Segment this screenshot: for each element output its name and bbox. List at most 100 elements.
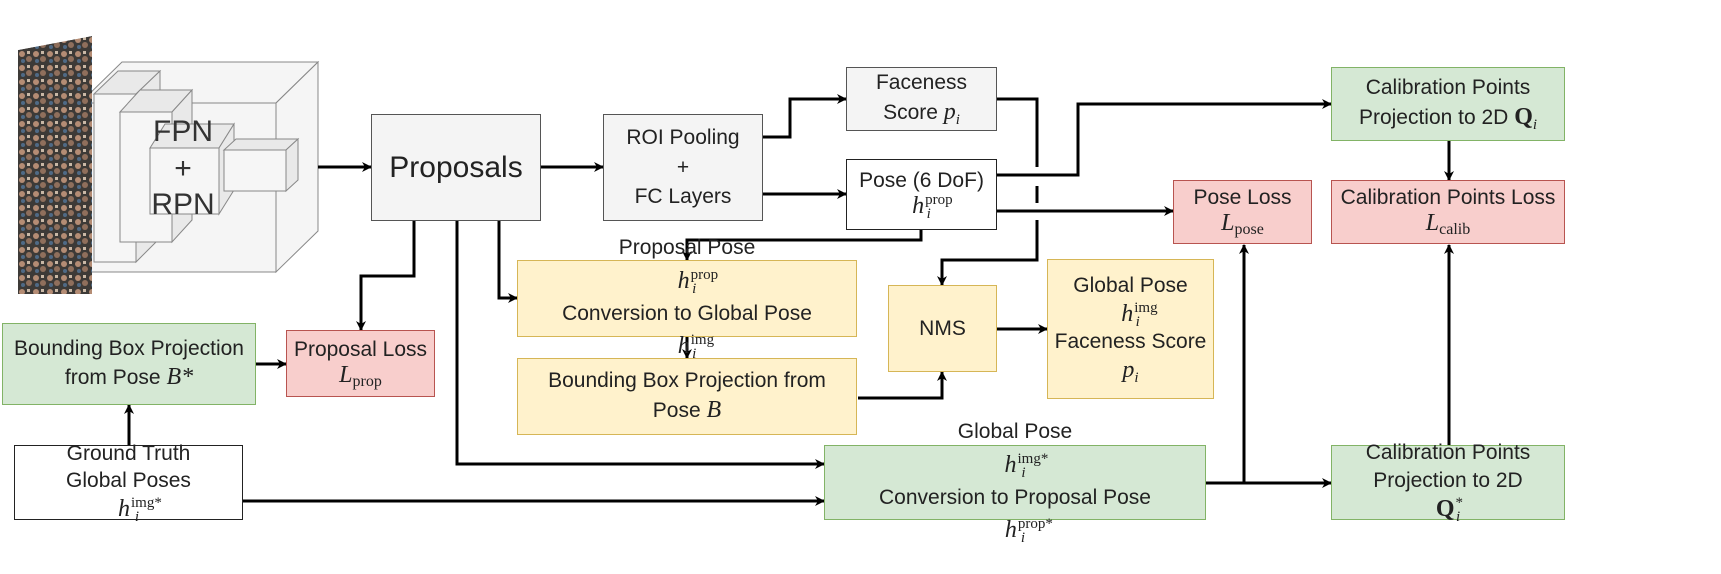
global-faceness-math: pi — [1122, 355, 1139, 387]
fpn-label: FPN — [153, 115, 213, 148]
calib-loss-label: Calibration Points Loss — [1340, 186, 1556, 210]
gt-conv-symbol1: h — [1004, 451, 1017, 478]
calib-loss-math: Lcalib — [1426, 210, 1470, 238]
gt-conv-symbol2: h — [1004, 516, 1017, 543]
calib-top-symbol: Q — [1514, 104, 1533, 131]
edge-faceness-nms-a — [997, 97, 1039, 167]
faceness-line1: Faceness — [875, 71, 968, 95]
calib-top-line2: Projection to 2D Qi — [1359, 102, 1537, 134]
global-pose-superscript: img — [1134, 300, 1158, 316]
proposal-loss-label: Proposal Loss — [293, 337, 428, 361]
global-pose-math: himgi — [1121, 299, 1157, 330]
pose-loss-symbol: L — [1221, 210, 1235, 237]
faceness-score-box: Faceness Score pi — [846, 67, 997, 131]
conversion-superscript1: prop — [690, 266, 719, 283]
proposal-loss-subscript: prop — [352, 372, 382, 390]
proposal-loss-math: Lprop — [339, 362, 382, 390]
pose-loss-math: Lpose — [1221, 210, 1264, 238]
gt-conv-label2: Conversion to Proposal Pose — [878, 485, 1151, 509]
bbox-proj-line1: Bounding Box Projection from — [548, 369, 826, 393]
bbox-gt-line1: Bounding Box Projection — [14, 336, 244, 360]
pose-symbol: h — [912, 192, 925, 219]
pose-superscript: prop — [925, 191, 953, 208]
edge-faceness-nms-c — [937, 220, 1039, 286]
edge-proposals-gtconv — [455, 221, 825, 469]
bbox-gt-label: from Pose — [64, 366, 161, 390]
gt-line1: Ground Truth — [66, 441, 191, 465]
gt-superscript: img* — [130, 495, 162, 512]
calib-loss-symbol: L — [1425, 210, 1440, 237]
proposals-label: Proposals — [389, 150, 523, 184]
pose-loss-subscript: pose — [1234, 221, 1264, 239]
edge-bbox-nms — [858, 371, 947, 400]
calib-bottom-symbol: Q — [1435, 496, 1455, 523]
global-pose-symbol: h — [1121, 301, 1134, 327]
conversion-subscript1: i — [692, 280, 697, 297]
gt-subscript: i — [134, 509, 139, 526]
roi-pooling-box: ROI Pooling + FC Layers — [603, 114, 763, 221]
gt-conv-label1: Global Pose — [957, 420, 1073, 444]
calib-projection-bottom-box: Calibration Points Projection to 2D Q*i — [1331, 441, 1565, 525]
calib-bottom-label: Projection to 2D — [1373, 468, 1523, 492]
bbox-gt-line2: from Pose B* — [65, 362, 193, 392]
pose-subscript: i — [926, 205, 931, 222]
global-faceness-symbol: p — [1122, 357, 1135, 384]
pose-label: Pose (6 DoF) — [859, 168, 984, 192]
gt-conv-subscript1: i — [1021, 464, 1026, 481]
global-pose-label: Global Pose — [1073, 273, 1188, 297]
conversion-symbol2: h — [677, 332, 690, 359]
faceness-subscript: i — [955, 112, 960, 129]
conversion-symbol1: h — [677, 267, 690, 294]
conversion-label1: Proposal Pose — [618, 236, 756, 260]
calib-loss-box: Calibration Points Loss Lcalib — [1331, 180, 1565, 244]
calib-top-subscript: i — [1532, 117, 1538, 134]
gt-conversion-box: Global Pose himg*i Conversion to Proposa… — [824, 420, 1206, 546]
ground-truth-box: Ground Truth Global Poses himg*i — [14, 442, 243, 525]
conversion-label2: Conversion to Global Pose — [562, 301, 812, 325]
calib-projection-top-box: Calibration Points Projection to 2D Qi — [1331, 67, 1565, 141]
edge-roi-faceness — [763, 94, 847, 139]
global-faceness-subscript: i — [1134, 370, 1139, 387]
bbox-projection-box: Bounding Box Projection from Pose B — [517, 358, 857, 435]
bbox-proj-label: Pose — [652, 398, 701, 422]
backbone-label: FPN + RPN — [143, 114, 223, 224]
conversion-box: Proposal Pose hpropi Conversion to Globa… — [517, 236, 857, 362]
bbox-gt-projection-box: Bounding Box Projection from Pose B* — [2, 323, 256, 405]
roi-line1: ROI Pooling — [626, 126, 740, 150]
edge-pose-conversion — [682, 230, 923, 261]
calib-bottom-subscript: i — [1455, 509, 1461, 526]
calib-bottom-superscript: * — [1455, 495, 1463, 512]
conversion-line1: Proposal Pose hpropi — [606, 233, 767, 298]
calib-loss-subscript: calib — [1439, 221, 1471, 239]
conversion-superscript2: img — [690, 331, 715, 348]
conversion-line2: Conversion to Global Pose himgi — [550, 299, 824, 364]
bbox-proj-symbol: B — [706, 396, 722, 423]
edge-proposals-conversion — [497, 221, 518, 303]
gt-label: Global Poses — [66, 468, 191, 492]
bbox-gt-symbol: B* — [166, 364, 194, 391]
gt-conv-line1: Global Pose himg*i — [944, 417, 1085, 482]
global-pose-box: Global Pose himgi Faceness Score pi — [1047, 259, 1214, 399]
nms-label: NMS — [919, 316, 966, 340]
calib-top-label: Projection to 2D — [1358, 106, 1509, 130]
calib-top-line1: Calibration Points — [1365, 76, 1531, 100]
rpn-label: RPN — [151, 188, 215, 222]
global-faceness-label: Faceness Score — [1054, 330, 1207, 353]
plus-label: + — [174, 151, 192, 185]
proposals-box: Proposals — [371, 114, 541, 221]
proposal-loss-symbol: L — [339, 361, 353, 388]
calib-bottom-line2: Projection to 2D Q*i — [1358, 467, 1538, 526]
nms-box: NMS — [888, 285, 997, 372]
faceness-label: Score — [883, 101, 938, 125]
gt-conv-superscript1: img* — [1017, 450, 1049, 467]
edge-pose-calibproj — [997, 99, 1332, 177]
roi-line3: FC Layers — [634, 185, 732, 209]
faceness-symbol: p — [943, 99, 956, 126]
global-pose-subscript: i — [1135, 314, 1140, 330]
pose-box: Pose (6 DoF) hpropi — [846, 159, 997, 230]
roi-line2: + — [676, 155, 690, 179]
pose-math: hpropi — [912, 192, 953, 222]
